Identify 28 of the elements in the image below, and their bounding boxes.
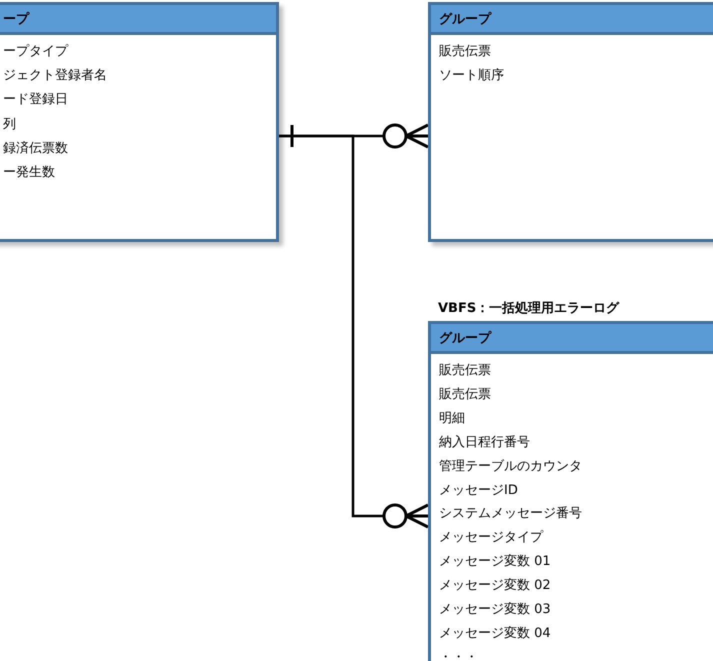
attribute-text: メッセージ変数 01 (439, 553, 551, 572)
entity-title: VBFS：一括処理用エラーログ (438, 300, 620, 317)
attribute-text: ジェクト登録者名 (3, 67, 107, 86)
entity-table (428, 321, 713, 661)
attribute-text: メッセージ変数 04 (439, 624, 551, 643)
attribute-text: システムメッセージ番号 (439, 505, 582, 524)
attribute-text: メッセージ変数 02 (439, 577, 551, 596)
attribute-text: メッセージID (439, 482, 518, 500)
entity-table (428, 2, 713, 242)
attribute-text: ープタイプ (3, 43, 68, 61)
attribute-text: 納入日程行番号 (439, 434, 530, 452)
attribute-text: 録済伝票数 (3, 140, 68, 158)
attribute-text: 管理テーブルのカウンタ (439, 458, 582, 476)
entity-header: ープ (3, 10, 29, 28)
attribute-text: メッセージ変数 03 (439, 601, 551, 620)
attribute-text: ード登録日 (3, 91, 68, 110)
attribute-text: 販売伝票 (439, 43, 491, 61)
attribute-text: メッセージタイプ (439, 529, 543, 548)
attribute-text: ー発生数 (3, 164, 55, 182)
attribute-text: 明細 (439, 410, 465, 428)
entity-table (0, 2, 279, 242)
attribute-text: 販売伝票 (439, 386, 491, 404)
attribute-text: ・・・ (439, 648, 478, 661)
entity-header: グループ (439, 10, 491, 28)
attribute-text: 販売伝票 (439, 362, 491, 380)
attribute-text: 列 (3, 116, 16, 134)
entity-header: グループ (439, 330, 491, 346)
attribute-text: ソート順序 (439, 67, 504, 86)
